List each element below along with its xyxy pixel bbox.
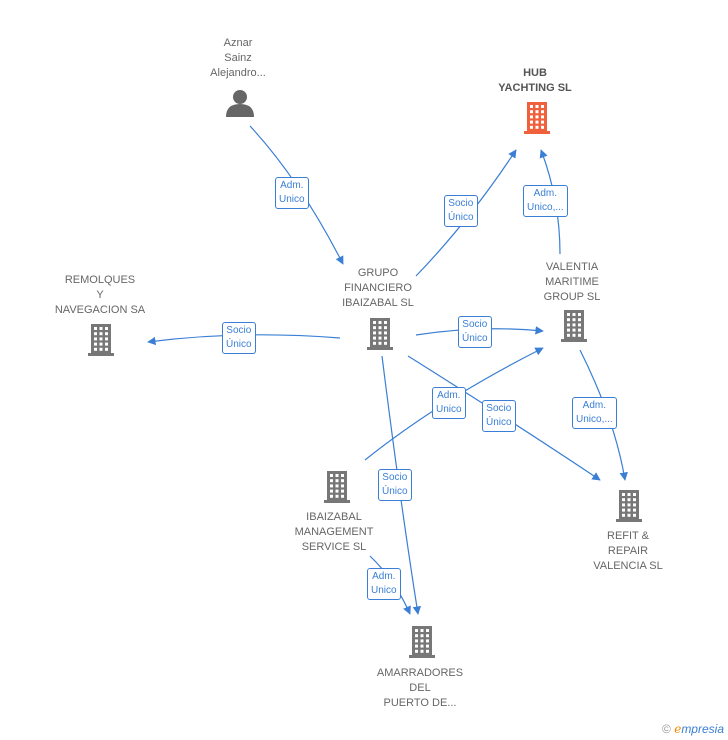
node-label-line: VALENTIA: [545, 261, 599, 273]
edge-label-line: Socio: [382, 472, 408, 483]
node-label-line: Y: [96, 289, 104, 301]
node-label-line: FINANCIERO: [344, 282, 412, 294]
edge-label-aznar-to-grupo[interactable]: Adm. Unico: [275, 177, 309, 209]
hub-building-icon[interactable]: [524, 102, 550, 134]
refit-building-icon[interactable]: [616, 490, 642, 522]
copyright-symbol: ©: [662, 722, 671, 736]
brand-name: mpresia: [681, 722, 724, 736]
node-label-line: NAVEGACION SA: [54, 304, 146, 316]
node-label-hub[interactable]: HUB YACHTING SL: [498, 66, 572, 96]
edge-label-line: Unico: [279, 194, 305, 205]
edge-label-line: Socio: [226, 325, 252, 336]
node-label-ibaizabal[interactable]: IBAIZABAL MANAGEMENT SERVICE SL: [295, 510, 374, 555]
node-label-line: REMOLQUES: [64, 274, 136, 286]
valentia-building-icon[interactable]: [561, 310, 587, 342]
edge-label-line: Unico,...: [527, 202, 564, 213]
node-label-remolques[interactable]: REMOLQUES Y NAVEGACION SA: [55, 273, 145, 318]
node-label-line: REPAIR: [607, 545, 649, 557]
node-label-line: Sainz: [224, 52, 252, 64]
node-label-line: DEL: [409, 682, 431, 694]
node-label-line: SERVICE SL: [301, 541, 367, 553]
node-label-line: IBAIZABAL SL: [342, 297, 414, 309]
node-label-line: PUERTO DE...: [383, 697, 457, 709]
aznar-person-icon[interactable]: [226, 90, 254, 117]
amarradores-building-icon[interactable]: [409, 626, 435, 658]
node-label-grupo[interactable]: GRUPO FINANCIERO IBAIZABAL SL: [342, 266, 414, 311]
edge-label-line: Único: [382, 486, 408, 497]
node-label-line: Aznar: [223, 37, 253, 49]
edge-label-line: Socio: [448, 198, 474, 209]
node-label-line: MARITIME: [545, 276, 599, 288]
edge-label-line: Adm.: [582, 400, 607, 411]
edge-label-line: Socio: [486, 403, 512, 414]
edge-label-line: Único: [226, 339, 252, 350]
edge-label-line: Adm.: [280, 180, 304, 191]
node-label-amarradores[interactable]: AMARRADORES DEL PUERTO DE...: [377, 666, 463, 711]
edge-label-line: Único: [462, 333, 488, 344]
remolques-building-icon[interactable]: [88, 324, 114, 356]
node-label-line: GRUPO: [357, 267, 399, 279]
brand-initial: e: [674, 722, 682, 736]
node-label-valentia[interactable]: VALENTIA MARITIME GROUP SL: [544, 260, 601, 305]
node-label-line: MANAGEMENT: [294, 526, 374, 538]
node-label-line: YACHTING SL: [498, 82, 572, 94]
edge-label-line: Único: [448, 212, 474, 223]
edge-label-line: Unico,...: [576, 414, 613, 425]
edge-label-line: Adm.: [533, 188, 558, 199]
edge-label-valentia-to-hub[interactable]: Adm. Unico,...: [523, 185, 568, 217]
edge-label-line: Unico: [371, 585, 397, 596]
edge-label-line: Socio: [462, 319, 488, 330]
edge-label-line: Único: [486, 417, 512, 428]
edge-label-line: Adm.: [372, 571, 396, 582]
node-label-line: HUB: [523, 67, 547, 79]
edge-label-ibaizabal-to-valentia[interactable]: Adm. Unico: [432, 387, 466, 419]
node-label-line: REFIT &: [607, 530, 649, 542]
node-label-line: IBAIZABAL: [306, 511, 362, 523]
node-label-refit[interactable]: REFIT & REPAIR VALENCIA SL: [593, 529, 663, 574]
edge-label-ibaizabal-to-amarradores[interactable]: Adm. Unico: [367, 568, 401, 600]
node-label-line: AMARRADORES: [376, 667, 464, 679]
edge-label-line: Unico: [436, 404, 462, 415]
edge-label-valentia-to-refit[interactable]: Adm. Unico,...: [572, 397, 617, 429]
grupo-building-icon[interactable]: [367, 318, 393, 350]
node-label-line: GROUP SL: [543, 291, 601, 303]
node-label-line: Alejandro...: [210, 67, 266, 79]
footer-brand[interactable]: © empresia: [662, 722, 724, 736]
edge-label-line: Adm.: [437, 390, 461, 401]
ibaizabal-building-icon[interactable]: [324, 471, 350, 503]
node-label-line: VALENCIA SL: [593, 560, 663, 572]
